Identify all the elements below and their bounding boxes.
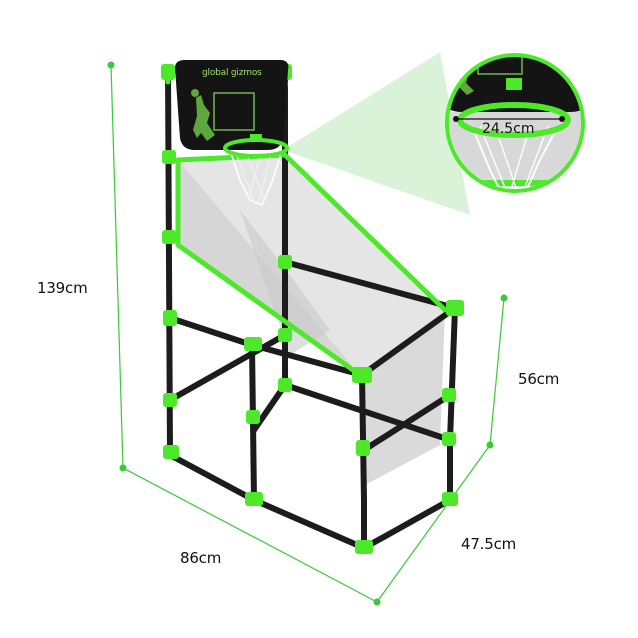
dimension-lines xyxy=(110,64,505,603)
netting xyxy=(178,155,445,485)
front-height-label: 56cm xyxy=(518,370,560,388)
dimension-endpoints xyxy=(107,61,508,606)
hoop-diameter-label: 24.5cm xyxy=(482,121,535,137)
hoop xyxy=(223,134,289,207)
height-label: 139cm xyxy=(37,279,88,297)
brand-logo-text: global gizmos xyxy=(202,68,262,78)
backboard xyxy=(175,60,289,150)
frame-tubes-black xyxy=(165,67,458,551)
depth-label: 47.5cm xyxy=(461,535,517,553)
callout-beam xyxy=(283,52,470,215)
width-label: 86cm xyxy=(180,549,222,567)
